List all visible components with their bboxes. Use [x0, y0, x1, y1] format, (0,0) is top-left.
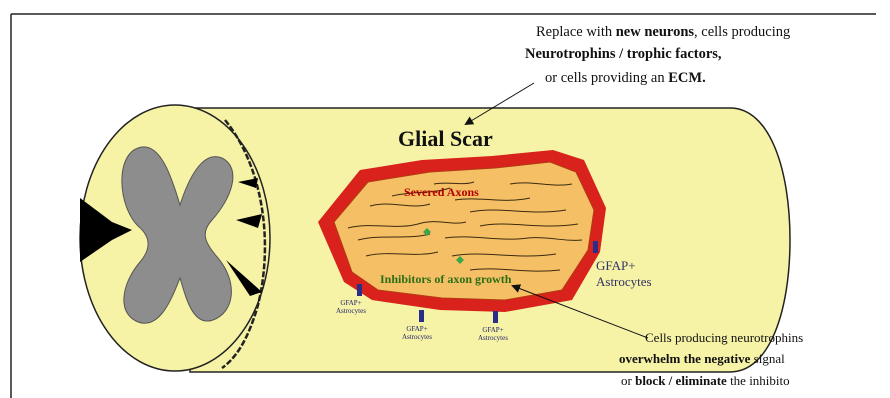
glial-scar-title: Glial Scar [398, 126, 493, 152]
astrocyte-marker [419, 310, 424, 322]
inhibitors-label: Inhibitors of axon growth [380, 272, 511, 287]
top-note-line1: Replace with new neurons, cells producin… [536, 24, 790, 41]
top-note-line2: Neurotrophins / trophic factors, [525, 46, 722, 63]
bottom-note-line2: overwhelm the negative signal [619, 351, 785, 367]
gfap-astrocytes-small-label: GFAP+Astrocytes [478, 326, 508, 342]
astrocyte-marker [593, 241, 598, 253]
astrocyte-marker [493, 311, 498, 323]
bottom-note-line1: Cells producing neurotrophins [645, 330, 803, 346]
severed-axons-label: Severed Axons [404, 185, 479, 200]
gfap-astrocytes-small-label: GFAP+Astrocytes [402, 325, 432, 341]
bottom-note-line3: or block / eliminate the inhibito [621, 373, 790, 389]
astrocyte-marker [357, 284, 362, 296]
gfap-astrocytes-small-label: GFAP+Astrocytes [336, 299, 366, 315]
top-note-line3: or cells providing an ECM. [545, 70, 706, 87]
gfap-astrocytes-right-label: GFAP+Astrocytes [596, 258, 652, 290]
